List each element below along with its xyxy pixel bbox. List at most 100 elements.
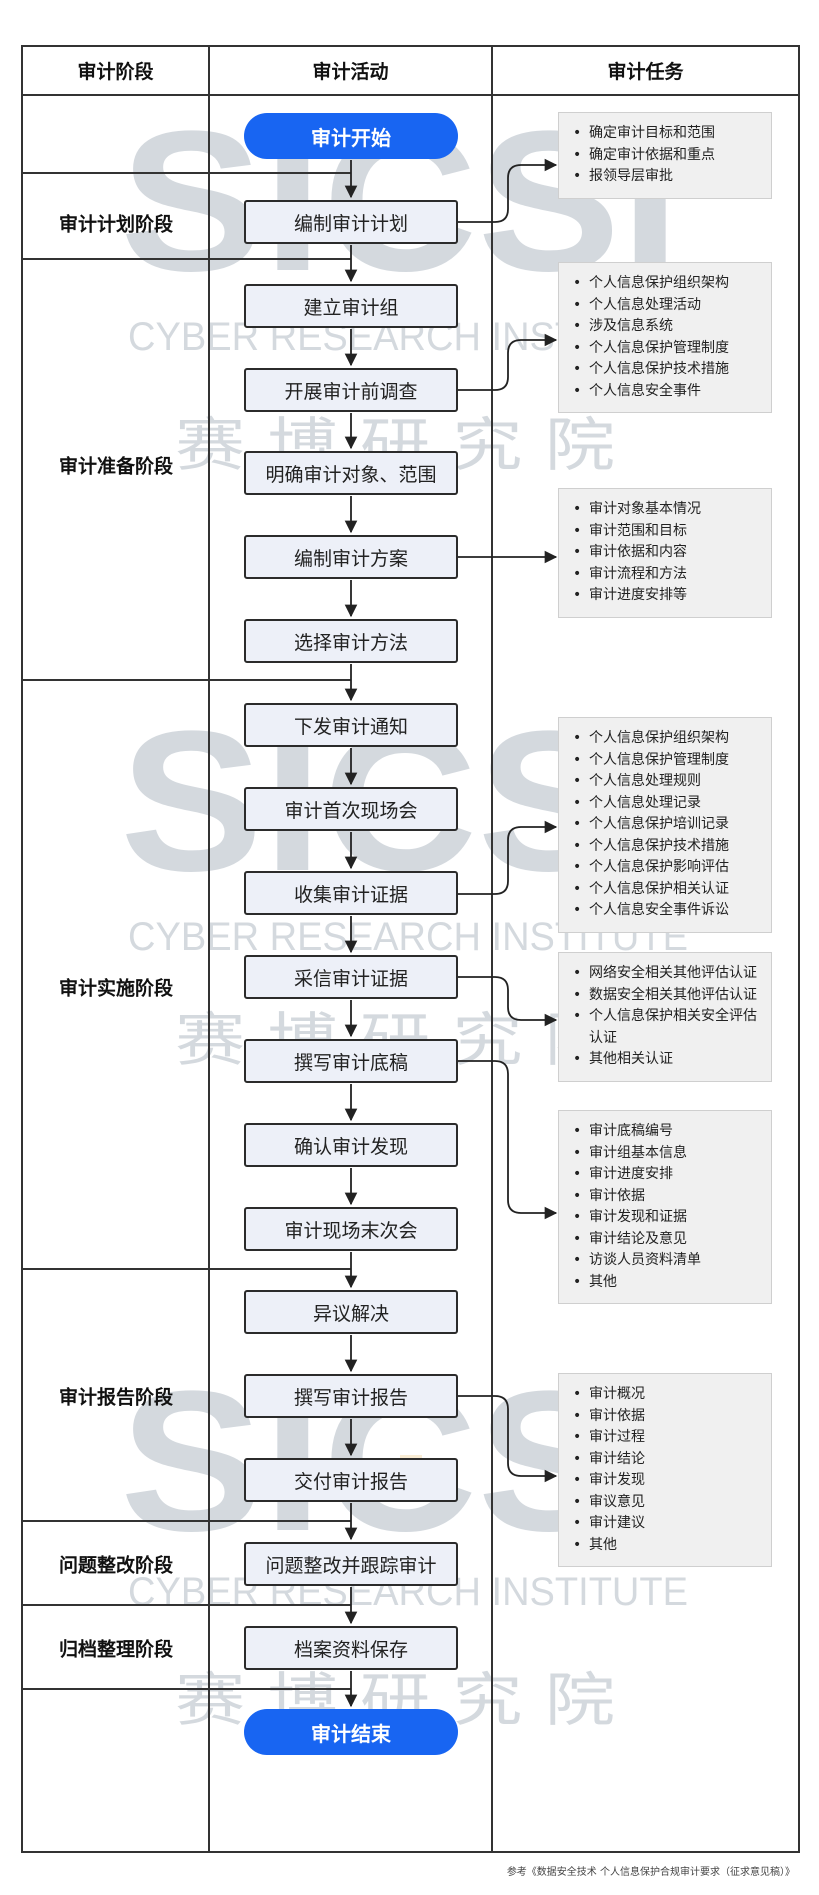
activity-box: 档案资料保存 — [244, 1626, 458, 1670]
connector-collect-to-task — [458, 820, 558, 895]
phase-label-prep: 审计准备阶段 — [58, 455, 173, 478]
activity-box: 审计现场末次会 — [244, 1207, 458, 1251]
phase-label-impl: 审计实施阶段 — [58, 977, 173, 1000]
task-item: 审计结论 — [573, 1449, 765, 1471]
header-activity: 审计活动 — [312, 61, 389, 83]
task-card-adopt: 网络安全相关其他评估认证数据安全相关其他评估认证个人信息保护相关安全评估认证其他… — [558, 952, 772, 1082]
task-card-scheme: 审计对象基本情况审计范围和目标审计依据和内容审计流程和方法审计进度安排等 — [558, 488, 772, 618]
task-item: 审计流程和方法 — [573, 564, 765, 586]
connector-report-to-task — [458, 1395, 558, 1483]
task-item: 涉及信息系统 — [573, 316, 765, 338]
task-item: 网络安全相关其他评估认证 — [573, 963, 765, 985]
activity-box: 开展审计前调查 — [244, 368, 458, 412]
task-item: 确定审计目标和范围 — [573, 123, 765, 145]
task-connectors — [458, 158, 558, 1483]
activity-box: 问题整改并跟踪审计 — [244, 1542, 458, 1586]
task-item: 审计依据 — [573, 1186, 765, 1208]
table-frame — [21, 45, 800, 1853]
task-card-collect: 个人信息保护组织架构个人信息保护管理制度个人信息处理规则个人信息处理记录个人信息… — [558, 717, 772, 933]
activity-box: 编制审计计划 — [244, 200, 458, 244]
task-item: 个人信息保护组织架构 — [573, 728, 765, 750]
task-item: 报领导层审批 — [573, 166, 765, 188]
task-item: 审计范围和目标 — [573, 521, 765, 543]
start-terminal: 审计开始 — [244, 113, 458, 159]
activity-box: 选择审计方法 — [244, 619, 458, 663]
task-item: 个人信息保护技术措施 — [573, 359, 765, 381]
task-item: 个人信息保护管理制度 — [573, 338, 765, 360]
activity-box: 交付审计报告 — [244, 1458, 458, 1502]
task-item: 审计建议 — [573, 1513, 765, 1535]
phase-divider-plan-top — [21, 172, 351, 174]
activity-box: 下发审计通知 — [244, 703, 458, 747]
phase-divider-rectify-top — [21, 1520, 351, 1522]
task-item: 个人信息保护影响评估 — [573, 857, 765, 879]
activity-box: 编制审计方案 — [244, 535, 458, 579]
phase-divider-report-top — [21, 1268, 351, 1270]
task-item: 个人信息安全事件 — [573, 381, 765, 403]
task-item: 个人信息保护组织架构 — [573, 273, 765, 295]
connector-adopt-to-task — [458, 976, 558, 1027]
end-terminal: 审计结束 — [244, 1709, 458, 1755]
task-item: 个人信息保护管理制度 — [573, 750, 765, 772]
task-item: 审计组基本信息 — [573, 1143, 765, 1165]
task-item: 审计概况 — [573, 1384, 765, 1406]
phase-label-rectify: 问题整改阶段 — [58, 1554, 173, 1577]
task-item: 审计发现 — [573, 1470, 765, 1492]
header-divider — [21, 94, 800, 96]
task-item: 个人信息处理规则 — [573, 771, 765, 793]
task-item: 审计依据 — [573, 1406, 765, 1428]
task-card-plan: 确定审计目标和范围确定审计依据和重点报领导层审批 — [558, 112, 772, 199]
task-item: 个人信息保护相关安全评估认证 — [573, 1006, 765, 1049]
activity-box: 撰写审计报告 — [244, 1374, 458, 1418]
phase-label-report: 审计报告阶段 — [58, 1386, 173, 1409]
phase-divider-archive-bottom — [21, 1688, 351, 1690]
task-item: 审计底稿编号 — [573, 1121, 765, 1143]
task-item: 审计依据和内容 — [573, 542, 765, 564]
task-item: 审计过程 — [573, 1427, 765, 1449]
reference-footnote: 参考《数据安全技术 个人信息保护合规审计要求（征求意见稿）》 — [506, 1867, 795, 1878]
task-item: 审计进度安排 — [573, 1164, 765, 1186]
phase-label-plan: 审计计划阶段 — [58, 213, 173, 236]
task-item: 数据安全相关其他评估认证 — [573, 985, 765, 1007]
connector-draft-to-task — [458, 1060, 558, 1220]
column-divider-2 — [491, 45, 493, 1853]
task-item: 访谈人员资料清单 — [573, 1250, 765, 1272]
phase-label-archive: 归档整理阶段 — [58, 1638, 173, 1661]
task-item: 其他 — [573, 1272, 765, 1294]
task-item: 个人信息保护培训记录 — [573, 814, 765, 836]
header-phase: 审计阶段 — [77, 61, 154, 83]
phase-divider-archive-top — [21, 1604, 351, 1606]
activity-box: 确认审计发现 — [244, 1123, 458, 1167]
task-item: 审计发现和证据 — [573, 1207, 765, 1229]
task-item: 审计进度安排等 — [573, 585, 765, 607]
task-item: 个人信息安全事件诉讼 — [573, 900, 765, 922]
activity-box: 收集审计证据 — [244, 871, 458, 915]
task-item: 审议意见 — [573, 1492, 765, 1514]
activity-box: 审计首次现场会 — [244, 787, 458, 831]
phase-divider-impl-top — [21, 679, 351, 681]
activity-box: 建立审计组 — [244, 284, 458, 328]
task-item: 个人信息处理记录 — [573, 793, 765, 815]
task-item: 审计对象基本情况 — [573, 499, 765, 521]
task-card-report: 审计概况审计依据审计过程审计结论审计发现审议意见审计建议其他 — [558, 1373, 772, 1567]
task-item: 其他 — [573, 1535, 765, 1557]
task-card-draft: 审计底稿编号审计组基本信息审计进度安排审计依据审计发现和证据审计结论及意见访谈人… — [558, 1110, 772, 1304]
task-item: 确定审计依据和重点 — [573, 145, 765, 167]
activity-box: 采信审计证据 — [244, 955, 458, 999]
connector-survey-to-task — [458, 333, 558, 391]
activity-box: 异议解决 — [244, 1290, 458, 1334]
phase-divider-prep-top — [21, 258, 351, 260]
task-card-survey: 个人信息保护组织架构个人信息处理活动涉及信息系统个人信息保护管理制度个人信息保护… — [558, 262, 772, 413]
task-item: 个人信息保护相关认证 — [573, 879, 765, 901]
task-item: 个人信息处理活动 — [573, 295, 765, 317]
task-item: 个人信息保护技术措施 — [573, 836, 765, 858]
task-item: 其他相关认证 — [573, 1049, 765, 1071]
connector-plan-to-task — [458, 158, 558, 223]
task-item: 审计结论及意见 — [573, 1229, 765, 1251]
activity-box: 撰写审计底稿 — [244, 1039, 458, 1083]
column-divider-1 — [208, 45, 210, 1853]
activity-box: 明确审计对象、范围 — [244, 451, 458, 495]
header-task: 审计任务 — [607, 61, 684, 83]
